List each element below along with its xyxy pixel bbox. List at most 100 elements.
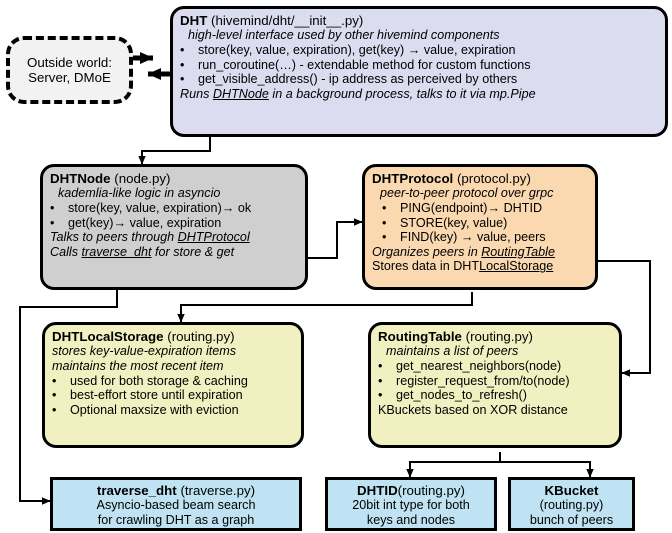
kbucket-module: (routing.py)	[539, 498, 604, 513]
bullet-glyph-icon: •	[50, 201, 55, 216]
dht-title: DHT	[180, 13, 208, 28]
dhtid-line1: 20bit int type for both	[352, 498, 470, 513]
routingtable-header: RoutingTable (routing.py)	[378, 329, 613, 344]
dhtlocalstorage-module: (routing.py)	[167, 329, 235, 344]
dhtprotocol-bullet-1-text: STORE(key, value)	[400, 215, 508, 230]
dht-subtitle: high-level interface used by other hivem…	[188, 28, 500, 43]
routingtable-subtitle: maintains a list of peers	[386, 344, 519, 359]
dht-footer-pre: Runs	[180, 86, 213, 101]
dhtlocalstorage-subtitle-2: maintains the most recent item	[52, 359, 224, 374]
node-dhtlocalstorage[interactable]: DHTLocalStorage (routing.py) stores key-…	[42, 322, 304, 448]
dhtprotocol-footer-1: Organizes peers in RoutingTable	[372, 245, 589, 260]
bullet-glyph-icon: •	[50, 215, 55, 230]
dhtnode-footer-2: Calls traverse_dht for store & get	[50, 245, 299, 260]
dhtlocalstorage-header: DHTLocalStorage (routing.py)	[52, 329, 295, 344]
dhtprotocol-link-localstorage[interactable]: LocalStorage	[479, 259, 554, 274]
edge-routingtable-to-kbucket	[500, 461, 594, 478]
dhtprotocol-link-routingtable[interactable]: RoutingTable	[481, 244, 555, 259]
dhtnode-footer2-pre: Calls	[50, 244, 82, 259]
bullet-glyph-icon: •	[378, 373, 383, 388]
traverse-dht-header: traverse_dht (traverse.py)	[57, 483, 295, 498]
bullet-glyph-icon: •	[180, 57, 185, 72]
dht-bullet-0-text: store(key, value, expiration), get(key) …	[198, 43, 516, 58]
kbucket-title: KBucket	[544, 483, 599, 498]
dhtprotocol-subtitle: peer-to-peer protocol over grpc	[380, 186, 554, 201]
dhtid-module: (routing.py)	[397, 483, 465, 498]
dhtnode-bullet-1-text: get(key)→ value, expiration	[68, 215, 222, 230]
dhtnode-footer1-pre: Talks to peers through	[50, 230, 178, 245]
bullet-glyph-icon: •	[52, 373, 57, 388]
dhtnode-module: (node.py)	[114, 171, 171, 186]
dhtnode-footer2-post: for store & get	[151, 244, 235, 259]
node-dht[interactable]: DHT (hivemind/dht/__init__.py) high-leve…	[170, 6, 668, 137]
routingtable-title: RoutingTable	[378, 329, 462, 344]
dht-module: (hivemind/dht/__init__.py)	[211, 13, 364, 28]
dhtid-line2: keys and nodes	[366, 513, 456, 528]
bullet-glyph-icon: •	[180, 43, 185, 58]
dhtnode-header: DHTNode (node.py)	[50, 171, 299, 186]
dhtnode-subtitle: kademlia-like logic in asyncio	[58, 186, 221, 201]
dhtprotocol-header: DHTProtocol (protocol.py)	[372, 171, 589, 186]
dht-footer-post: in a background process, talks to it via…	[268, 86, 536, 101]
dhtprotocol-bullet-1: • STORE(key, value)	[372, 216, 589, 231]
node-dhtid[interactable]: DHTID(routing.py) 20bit int type for bot…	[325, 477, 497, 531]
dhtlocalstorage-title: DHTLocalStorage	[52, 329, 164, 344]
routingtable-bullet-1-text: register_request_from/to(node)	[396, 373, 570, 388]
traverse-dht-module: (traverse.py)	[180, 483, 256, 498]
dhtprotocol-footer-2: Stores data in DHTLocalStorage	[372, 259, 589, 274]
dht-bullet-2-text: get_visible_address() - ip address as pe…	[198, 72, 518, 87]
edge-dhtprotocol-to-dhtlocalstorage	[177, 292, 473, 323]
bullet-glyph-icon: •	[382, 230, 387, 245]
dhtlocalstorage-bullet-0: • used for both storage & caching	[52, 374, 295, 389]
dhtnode-bullet-0-text: store(key, value, expiration)→ ok	[68, 201, 252, 216]
dhtlocalstorage-bullet-0-text: used for both storage & caching	[70, 373, 248, 388]
dhtnode-title: DHTNode	[50, 171, 111, 186]
dhtprotocol-bullet-0: • PING(endpoint)→ DHTID	[372, 201, 589, 216]
node-dhtprotocol[interactable]: DHTProtocol (protocol.py) peer-to-peer p…	[362, 164, 598, 290]
dht-footer: Runs DHTNode in a background process, ta…	[180, 87, 659, 102]
dhtnode-link-traverse-dht[interactable]: traverse_dht	[81, 244, 152, 259]
dht-bullet-0: • store(key, value, expiration), get(key…	[180, 43, 659, 58]
bullet-glyph-icon: •	[378, 388, 383, 403]
node-kbucket[interactable]: KBucket (routing.py) bunch of peers	[508, 477, 635, 531]
dht-bullet-1-text: run_coroutine(…) - extendable method for…	[198, 57, 531, 72]
routingtable-module: (routing.py)	[465, 329, 533, 344]
node-traverse-dht[interactable]: traverse_dht (traverse.py) Asyncio-based…	[50, 477, 302, 531]
dhtlocalstorage-subtitle-1: stores key-value-expiration items	[52, 344, 237, 359]
dhtprotocol-bullet-2: • FIND(key) → value, peers	[372, 230, 589, 245]
dhtlocalstorage-bullet-2-text: Optional maxsize with eviction	[70, 402, 239, 417]
node-dhtnode[interactable]: DHTNode (node.py) kademlia-like logic in…	[40, 164, 308, 290]
routingtable-footer: KBuckets based on XOR distance	[378, 402, 568, 417]
traverse-dht-title: traverse_dht	[96, 483, 177, 498]
dhtprotocol-bullet-0-text: PING(endpoint)→ DHTID	[400, 201, 543, 216]
bullet-glyph-icon: •	[382, 215, 387, 230]
routingtable-bullet-0-text: get_nearest_neighbors(node)	[396, 359, 562, 374]
dhtnode-footer-1: Talks to peers through DHTProtocol	[50, 230, 299, 245]
bullet-glyph-icon: •	[382, 201, 387, 216]
outside-world-line1: Outside world:	[27, 54, 112, 70]
dhtnode-bullet-1: • get(key)→ value, expiration	[50, 216, 299, 231]
dht-bullet-2: • get_visible_address() - ip address as …	[180, 72, 659, 87]
bullet-glyph-icon: •	[52, 402, 57, 417]
dhtlocalstorage-bullet-1: • best-effort store until expiration	[52, 388, 295, 403]
dhtprotocol-bullet-2-text: FIND(key) → value, peers	[400, 230, 546, 245]
dhtid-header: DHTID(routing.py)	[332, 483, 490, 498]
dhtprotocol-title: DHTProtocol	[372, 171, 454, 186]
routingtable-bullet-1: • register_request_from/to(node)	[378, 374, 613, 389]
dhtlocalstorage-bullet-1-text: best-effort store until expiration	[70, 388, 243, 403]
bullet-glyph-icon: •	[180, 72, 185, 87]
dht-footer-link-dhtnode[interactable]: DHTNode	[212, 86, 269, 101]
dhtid-title: DHTID	[357, 483, 398, 498]
node-outside-world[interactable]: Outside world: Server, DMoE	[6, 36, 133, 104]
edge-routingtable-to-dhtid	[406, 452, 501, 478]
routingtable-bullet-2-text: get_nodes_to_refresh()	[396, 388, 527, 403]
dht-header: DHT (hivemind/dht/__init__.py)	[180, 13, 659, 28]
node-routingtable[interactable]: RoutingTable (routing.py) maintains a li…	[368, 322, 622, 448]
kbucket-line1: bunch of peers	[529, 513, 614, 528]
outside-world-line2: Server, DMoE	[28, 70, 111, 85]
traverse-dht-line1: Asyncio-based beam search	[96, 498, 256, 513]
traverse-dht-line2: for crawling DHT as a graph	[97, 513, 255, 528]
dhtlocalstorage-bullet-2: • Optional maxsize with eviction	[52, 403, 295, 418]
dhtnode-link-dhtprotocol[interactable]: DHTProtocol	[177, 230, 250, 245]
